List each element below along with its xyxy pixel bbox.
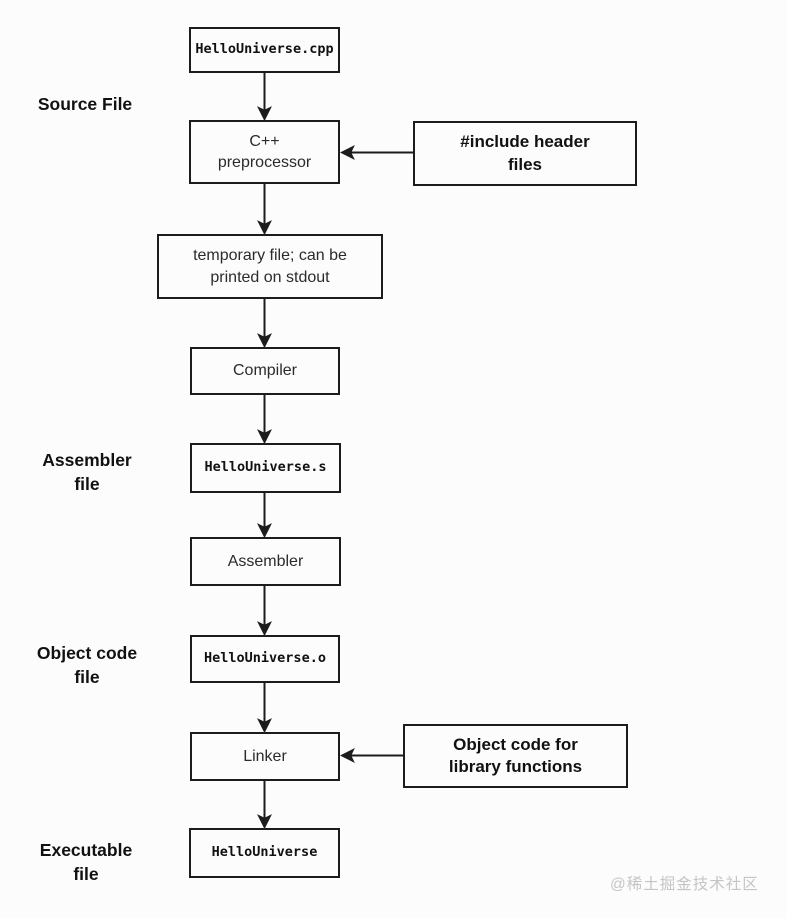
node-compiler: Compiler: [190, 347, 340, 395]
node-object-code-libs: Object code for library functions: [403, 724, 628, 788]
node-include-header-files: #include header files: [413, 121, 637, 186]
node-temporary-file: temporary file; can be printed on stdout: [157, 234, 383, 299]
watermark-text: @稀土掘金技术社区: [610, 876, 759, 893]
node-object-file-box: HelloUniverse.o: [190, 635, 340, 683]
node-linker: Linker: [190, 732, 340, 781]
stage-label-object-code-file: Object code file: [36, 643, 138, 687]
node-executable-box: HelloUniverse: [189, 828, 340, 878]
node-cpp-preprocessor: C++ preprocessor: [189, 120, 340, 184]
stage-label-source-file: Source File: [37, 94, 133, 114]
stage-label-executable-file: Executable file: [39, 840, 133, 884]
node-assembler-file-box: HelloUniverse.s: [190, 443, 341, 493]
node-source-file-box: HelloUniverse.cpp: [189, 27, 340, 73]
node-assembler: Assembler: [190, 537, 341, 586]
stage-label-assembler-file: Assembler file: [42, 450, 132, 494]
